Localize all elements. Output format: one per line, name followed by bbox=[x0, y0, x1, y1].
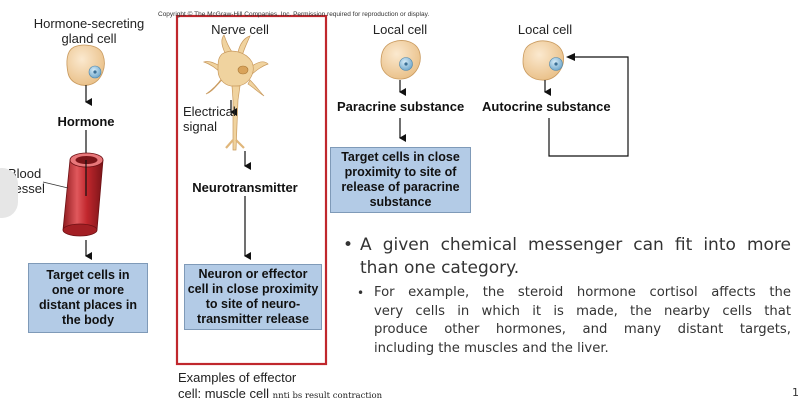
electrical-signal-label: Electrical signal bbox=[183, 104, 236, 134]
blood-vessel bbox=[62, 152, 104, 237]
main-bullet-line2: than one category. bbox=[360, 258, 520, 278]
nerve-cell-label: Nerve cell bbox=[211, 22, 269, 37]
sub-bullet-line3: produce other hormones, and many distant… bbox=[374, 322, 791, 337]
autocrine-feedback-loop bbox=[548, 56, 629, 157]
paracrine-cell bbox=[380, 40, 421, 80]
bullet-dot: • bbox=[343, 235, 354, 255]
vessel-pointer-line bbox=[42, 181, 69, 189]
endocrine-target-line: one or more bbox=[51, 283, 125, 297]
autocrine-substance-label: Autocrine substance bbox=[482, 99, 611, 114]
neurotransmitter-label: Neurotransmitter bbox=[192, 180, 298, 195]
neural-target-line: cell in close proximity bbox=[187, 282, 319, 296]
side-tab bbox=[0, 168, 18, 218]
gland-cell-label-line1: Hormone-secreting bbox=[33, 16, 145, 31]
paracrine-substance-label: Paracrine substance bbox=[337, 99, 465, 114]
copyright-notice: Copyright © The McGraw-Hill Companies, I… bbox=[158, 11, 430, 18]
electrical-signal-label-line2: signal bbox=[183, 119, 217, 134]
paracrine-cell-label: Local cell bbox=[372, 22, 428, 37]
gland-cell-label-line2: gland cell bbox=[61, 31, 117, 46]
endocrine-target-line: the body bbox=[61, 313, 115, 327]
hormone-label: Hormone bbox=[57, 114, 115, 129]
paracrine-target-line: release of paracrine bbox=[341, 180, 460, 194]
effector-example-line1: Examples of effector bbox=[178, 370, 297, 385]
sub-bullet: • For example, the steroid hormone corti… bbox=[357, 284, 791, 358]
neural-target-line: Neuron or effector bbox=[198, 267, 308, 281]
sub-bullet-dot: • bbox=[357, 286, 365, 300]
gland-cell bbox=[66, 44, 105, 86]
endocrine-target-line: distant places in bbox=[39, 298, 137, 312]
sub-bullet-line1: For example, the steroid hormone cortiso… bbox=[374, 285, 791, 300]
paracrine-target-line: Target cells in close bbox=[341, 150, 460, 164]
nerve-nucleus bbox=[237, 65, 249, 75]
neural-target-box: Neuron or effector cell in close proximi… bbox=[184, 264, 322, 330]
autocrine-cell bbox=[522, 40, 564, 81]
sub-bullet-line4: including the muscles and the liver. bbox=[374, 340, 609, 356]
neural-highlight-frame bbox=[175, 14, 328, 366]
page-number: 1 bbox=[792, 386, 799, 399]
endocrine-target-box: Target cells in one or more distant plac… bbox=[28, 263, 148, 333]
paracrine-target-box: Target cells in close proximity to site … bbox=[330, 147, 471, 213]
neural-target-line: to site of neuro- bbox=[205, 297, 301, 311]
main-bullet-line1: A given chemical messenger can fit into … bbox=[360, 235, 791, 255]
paracrine-target-line: substance bbox=[369, 195, 432, 209]
paracrine-target-line: proximity to site of bbox=[344, 165, 457, 179]
effector-example-line2: cell: muscle cell bbox=[178, 386, 270, 401]
autocrine-loop-arrowhead bbox=[566, 53, 575, 61]
effector-example: Examples of effector cell: muscle cell n… bbox=[178, 370, 382, 404]
endocrine-target-line: Target cells in bbox=[46, 268, 130, 282]
main-bullet: • A given chemical messenger can fit int… bbox=[343, 234, 791, 280]
handwritten-note: nnti bs result contraction bbox=[272, 391, 383, 401]
neural-target-line: transmitter release bbox=[197, 312, 309, 326]
autocrine-cell-label: Local cell bbox=[517, 22, 573, 37]
gland-cell-label: Hormone-secreting gland cell bbox=[22, 16, 156, 46]
electrical-signal-label-line1: Electrical bbox=[183, 104, 236, 119]
nerve-cell bbox=[202, 34, 269, 151]
sub-bullet-line2: very cells in which it is made, the near… bbox=[374, 303, 791, 319]
